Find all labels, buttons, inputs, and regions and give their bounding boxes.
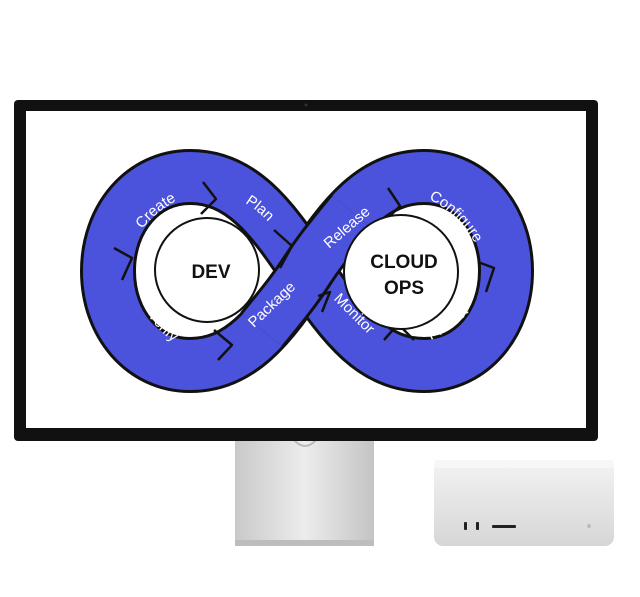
cloud-label: CLOUD [370, 252, 438, 273]
dev-circle [154, 217, 260, 323]
segment-dividers [113, 181, 496, 361]
cloudops-circle [343, 214, 459, 330]
mac-studio-icon [434, 460, 614, 546]
dev-label: DEV [191, 262, 230, 283]
monitor-stand [235, 437, 374, 546]
infinity-loop [80, 149, 534, 393]
ops-label: OPS [384, 278, 424, 299]
